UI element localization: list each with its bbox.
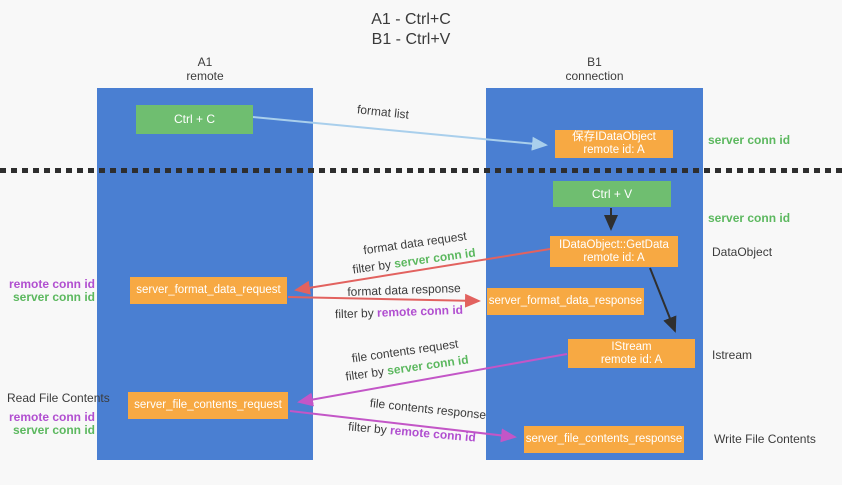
column-b1-subtitle: connection <box>565 69 624 83</box>
label-filter-by-remote-conn-id-1: filter by remote conn id <box>335 303 463 321</box>
column-header-b1: B1 connection <box>486 55 703 83</box>
dataobject-label: DataObject <box>712 245 773 259</box>
left-conn-ids-upper: remote conn id server conn id <box>0 278 95 304</box>
filter-prefix-2: filter by <box>334 305 378 322</box>
ctrl-c-label: Ctrl + C <box>173 112 215 126</box>
filter-prefix-1: filter by <box>351 256 396 277</box>
diagram-title: A1 - Ctrl+C B1 - Ctrl+V <box>0 10 822 50</box>
title-line-2: B1 - Ctrl+V <box>371 31 451 48</box>
server-file-contents-response-box: server_file_contents_response <box>524 426 684 453</box>
write-file-contents-label: Write File Contents <box>714 432 816 446</box>
remote-conn-id-left-2: remote conn id <box>8 410 95 424</box>
istream-box: IStream remote id: A <box>568 339 695 368</box>
ctrl-v-label: Ctrl + V <box>591 186 633 201</box>
remote-conn-id-left-1: remote conn id <box>8 277 95 291</box>
label-format-list: format list <box>356 102 410 122</box>
ctrl-c-box: Ctrl + C <box>136 105 253 134</box>
left-conn-ids-lower: remote conn id server conn id <box>0 411 95 437</box>
server-format-data-request-label: server_format_data_request <box>136 284 281 296</box>
remote-conn-id-text-2: remote conn id <box>389 423 477 445</box>
server-conn-id-left-1: server conn id <box>12 290 95 304</box>
istream-line1: IStream <box>611 340 652 353</box>
getdata-line1: IDataObject::GetData <box>559 238 669 251</box>
read-file-contents-label: Read File Contents <box>7 391 110 405</box>
server-file-contents-request-box: server_file_contents_request <box>128 392 288 419</box>
save-idataobject-line2: remote id: A <box>583 144 645 156</box>
save-idataobject-box: 保存IDataObject remote id: A <box>555 130 673 158</box>
server-format-data-response-box: server_format_data_response <box>487 288 644 315</box>
filter-prefix-3: filter by <box>344 363 389 384</box>
label-format-data-response: format data response <box>347 281 461 299</box>
filter-prefix-4: filter by <box>347 419 391 438</box>
column-header-a1: A1 remote <box>97 55 313 83</box>
label-filter-by-remote-conn-id-2: filter by remote conn id <box>348 419 477 444</box>
idataobject-getdata-box: IDataObject::GetData remote id: A <box>550 236 678 267</box>
server-format-data-response-label: server_format_data_response <box>488 295 643 307</box>
column-a1-id: A1 <box>197 55 213 69</box>
title-line-1: A1 - Ctrl+C <box>371 11 451 28</box>
column-a1-subtitle: remote <box>186 69 224 83</box>
label-file-contents-response: file contents response <box>369 395 487 423</box>
istream-side-label: Istream <box>712 348 753 362</box>
ctrl-v-box: Ctrl + V <box>553 181 671 207</box>
remote-conn-id-text-1: remote conn id <box>376 302 464 320</box>
server-file-contents-response-label: server_file_contents_response <box>525 433 683 445</box>
server-conn-id-label-mid: server conn id <box>708 211 791 225</box>
server-file-contents-request-label: server_file_contents_request <box>134 399 282 411</box>
getdata-line2: remote id: A <box>583 251 645 264</box>
dotted-separator-line <box>0 168 842 173</box>
server-conn-id-label-top: server conn id <box>708 133 791 147</box>
save-idataobject-line1: 保存IDataObject <box>572 131 656 143</box>
server-format-data-request-box: server_format_data_request <box>130 277 287 304</box>
server-conn-id-left-2: server conn id <box>12 423 95 437</box>
column-b1-id: B1 <box>587 55 602 69</box>
istream-line2: remote id: A <box>600 353 663 366</box>
